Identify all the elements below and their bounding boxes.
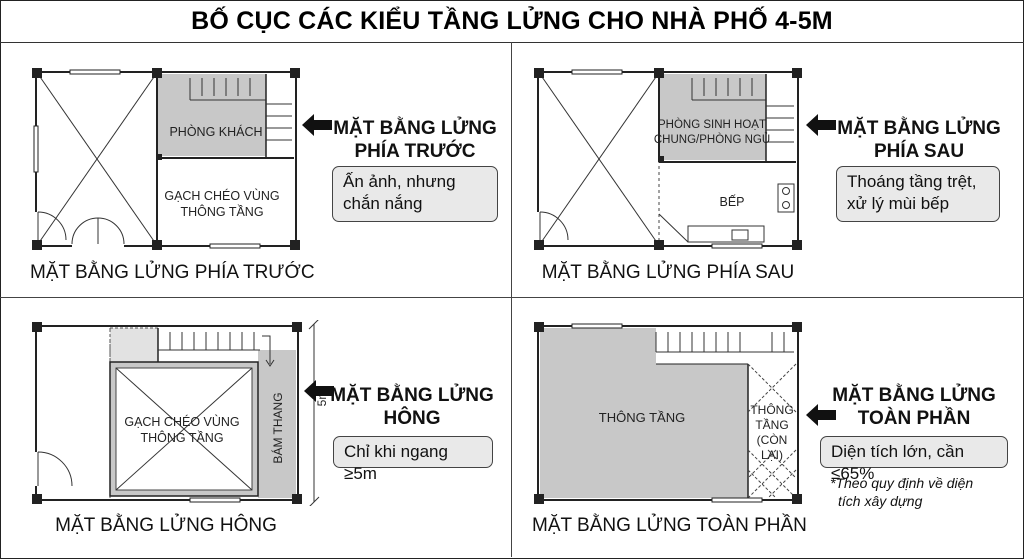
room-void-main: THÔNG TẦNG	[599, 410, 685, 425]
room-family-line2: CHUNG/PHÒNG NGỦ	[654, 133, 770, 146]
floorplan-front: PHÒNG KHÁCH GẠCH CHÉO VÙNG THÔNG TẦNG	[32, 68, 300, 250]
caption-rear: MẶT BẰNG LỬNG PHÍA SAU	[541, 262, 795, 283]
note-rear: Thoáng tầng trệt, xử lý mùi bếp	[836, 166, 1000, 222]
heading-rear-line1: MẶT BẰNG LỬNG	[837, 118, 1001, 139]
footnote-full: *Theo quy định về diện tích xây dựng	[830, 474, 1010, 510]
heading-rear-line2: PHÍA SAU	[873, 141, 965, 162]
heading-front-line2: PHÍA TRƯỚC	[354, 141, 476, 162]
floorplan-side: 5m GẠCH CHÉO VÙNG THÔNG TẦNG BÁM THANG	[32, 320, 329, 506]
room-void-line1: GẠCH CHÉO VÙNG	[124, 414, 239, 429]
note-front-line2: chắn nắng	[343, 194, 423, 213]
footnote-line1: *Theo quy định về diện	[830, 475, 974, 491]
footnote-line2: tích xây dựng	[838, 493, 923, 509]
heading-full: MẶT BẰNG LỬNG TOÀN PHẦN	[832, 384, 996, 430]
heading-full-line2: TOÀN PHẦN	[857, 408, 971, 429]
heading-side-line1: MẶT BẰNG LỬNG	[330, 385, 494, 406]
room-void-rest-line2: TẦNG	[755, 417, 788, 432]
horizontal-divider	[0, 297, 1024, 298]
room-kitchen: BẾP	[719, 194, 744, 209]
room-void-line1: GẠCH CHÉO VÙNG	[164, 188, 279, 203]
floorplan-rear: PHÒNG SINH HOẠT CHUNG/PHÒNG NGỦ BẾP	[534, 68, 802, 250]
room-void-line2: THÔNG TẦNG	[140, 430, 223, 445]
heading-front: MẶT BẰNG LỬNG PHÍA TRƯỚC	[330, 117, 500, 163]
note-rear-line1: Thoáng tầng trệt,	[847, 172, 977, 191]
note-front: Ấn ảnh, nhưng chắn nắng	[332, 166, 498, 222]
room-stair-side: BÁM THANG	[270, 392, 285, 463]
caption-front: MẶT BẰNG LỬNG PHÍA TRƯỚC	[30, 262, 315, 283]
note-full: Diện tích lớn, cần ≤65%	[820, 436, 1008, 483]
room-void-rest-line4: LẠI)	[761, 448, 783, 462]
room-void-rest-line1: THÔNG	[750, 402, 793, 417]
room-void-rest-line3: (CÒN	[757, 432, 788, 447]
heading-front-line1: MẶT BẰNG LỬNG	[333, 118, 497, 139]
note-side-text: Chỉ khi ngang ≥5m	[344, 442, 448, 483]
heading-full-line1: MẶT BẰNG LỬNG	[832, 385, 996, 406]
note-front-line1: Ấn ảnh, nhưng	[343, 172, 456, 191]
note-full-text: Diện tích lớn, cần ≤65%	[831, 442, 965, 483]
note-side: Chỉ khi ngang ≥5m	[333, 436, 493, 483]
heading-side: MẶT BẰNG LỬNG HÔNG	[330, 384, 494, 430]
room-living: PHÒNG KHÁCH	[169, 124, 262, 139]
arrow-left-icon	[302, 114, 332, 136]
heading-rear: MẶT BẰNG LỬNG PHÍA SAU	[834, 117, 1004, 163]
note-rear-line2: xử lý mùi bếp	[847, 194, 950, 213]
arrow-left-icon	[304, 380, 334, 402]
room-void-line2: THÔNG TẦNG	[180, 204, 263, 219]
room-family-line1: PHÒNG SINH HOẠT	[658, 118, 766, 131]
caption-full: MẶT BẰNG LỬNG TOÀN PHẦN	[532, 515, 807, 536]
vertical-divider	[511, 42, 512, 557]
arrow-left-icon	[806, 114, 836, 136]
arrow-left-icon	[806, 404, 836, 426]
caption-side: MẶT BẰNG LỬNG HÔNG	[55, 515, 277, 536]
page-title: BỐ CỤC CÁC KIỂU TẦNG LỬNG CHO NHÀ PHỐ 4-…	[0, 0, 1024, 43]
floorplan-full: THÔNG TẦNG THÔNG TẦNG (CÒN LẠI)	[534, 322, 802, 504]
heading-side-line2: HÔNG	[383, 408, 441, 429]
